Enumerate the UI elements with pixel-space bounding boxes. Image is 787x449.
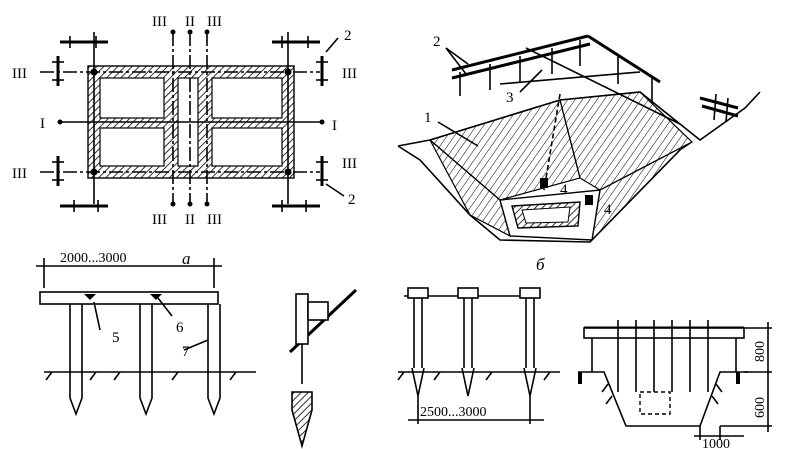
plan-view: III II III III II III III III III III I … [12, 14, 357, 228]
string-lines [617, 320, 709, 392]
stake [207, 304, 221, 417]
section-label-III: III [207, 14, 222, 30]
board [583, 327, 745, 339]
leader-line [183, 339, 209, 351]
batter-board-top-right [272, 36, 328, 86]
batter-board-bottom-left [52, 156, 108, 212]
section-label-III: III [207, 212, 222, 228]
trench-profile [578, 371, 748, 427]
stake-row: 2000...3000 5 6 7 [36, 251, 256, 417]
axis-dots [57, 29, 325, 207]
post [457, 287, 479, 397]
plumb-bob-detail [288, 288, 358, 449]
callout-5: 5 [112, 330, 120, 346]
plan-room [211, 77, 283, 119]
callout-2: 2 [433, 34, 441, 50]
figure-letter-a: а [182, 249, 191, 268]
pit-perspective: 2 3 1 4 4 [397, 34, 761, 243]
stake-mark [736, 372, 740, 384]
section-label-II: II [185, 14, 195, 30]
leader-line [325, 37, 339, 53]
string-line [499, 71, 641, 85]
plumb-bob [291, 391, 313, 449]
section-label-I: I [332, 118, 337, 134]
pit-slope-left [428, 99, 581, 201]
section-label-III: III [152, 14, 167, 30]
marker [585, 195, 593, 205]
plan-room [99, 77, 165, 119]
post-row: 2500...3000 [397, 287, 560, 424]
callout-2: 2 [344, 28, 352, 44]
nail-mark [150, 294, 162, 300]
corner-batter-boards [52, 36, 328, 212]
leader-line [157, 297, 173, 317]
callout-1: 1 [424, 110, 432, 126]
section-label-III: III [12, 66, 27, 82]
ground-hatch [601, 383, 723, 405]
dim-label-600: 600 [753, 397, 768, 418]
leader-line [437, 121, 479, 147]
dim-label: 2000...3000 [60, 251, 127, 266]
dim-label-800: 800 [753, 341, 768, 362]
section-label-III: III [342, 156, 357, 172]
leader-line [445, 47, 467, 75]
section-label-III: III [152, 212, 167, 228]
batter-rail [451, 34, 589, 72]
leader-line [93, 301, 101, 331]
callout-3: 3 [506, 90, 514, 106]
callout-4: 4 [604, 202, 612, 218]
nail-mark [84, 294, 96, 300]
stake [139, 304, 153, 417]
section-label-I: I [40, 116, 45, 132]
stake [69, 304, 83, 417]
batter-board-bottom-right [272, 156, 328, 212]
plan-room [99, 127, 165, 167]
section-label-III: III [12, 166, 27, 182]
post [519, 287, 541, 397]
dim-label-1000: 1000 [702, 437, 730, 449]
foundation-section: 800 600 1000 [578, 320, 772, 449]
loose-board [699, 93, 739, 123]
callout-4: 4 [560, 182, 568, 198]
callout-2: 2 [348, 192, 356, 208]
batter-board-top-left [52, 36, 108, 86]
clamp-post [295, 293, 309, 345]
marker [540, 178, 548, 188]
dim-label: 2500...3000 [420, 405, 487, 420]
section-label-III: III [342, 66, 357, 82]
figure-letter-b: б [536, 255, 545, 274]
ground-hatch [45, 371, 237, 381]
leader-line [325, 183, 345, 197]
callout-6: 6 [176, 320, 184, 336]
pit-footing-core [521, 206, 571, 224]
leader-line [445, 47, 469, 65]
ground-hatch [397, 371, 551, 381]
callout-7: 7 [182, 344, 190, 360]
batter-rail [451, 42, 591, 80]
pit-slope-back [559, 91, 694, 191]
section-label-II: II [185, 212, 195, 228]
footing-outline [639, 391, 671, 415]
batter-rail [587, 34, 661, 84]
plumb-line [543, 93, 561, 191]
plan-room [211, 127, 283, 167]
board [39, 291, 219, 305]
clamp-block [307, 301, 329, 321]
post [407, 287, 429, 397]
stake-mark [578, 372, 582, 384]
leader-line [519, 69, 543, 93]
